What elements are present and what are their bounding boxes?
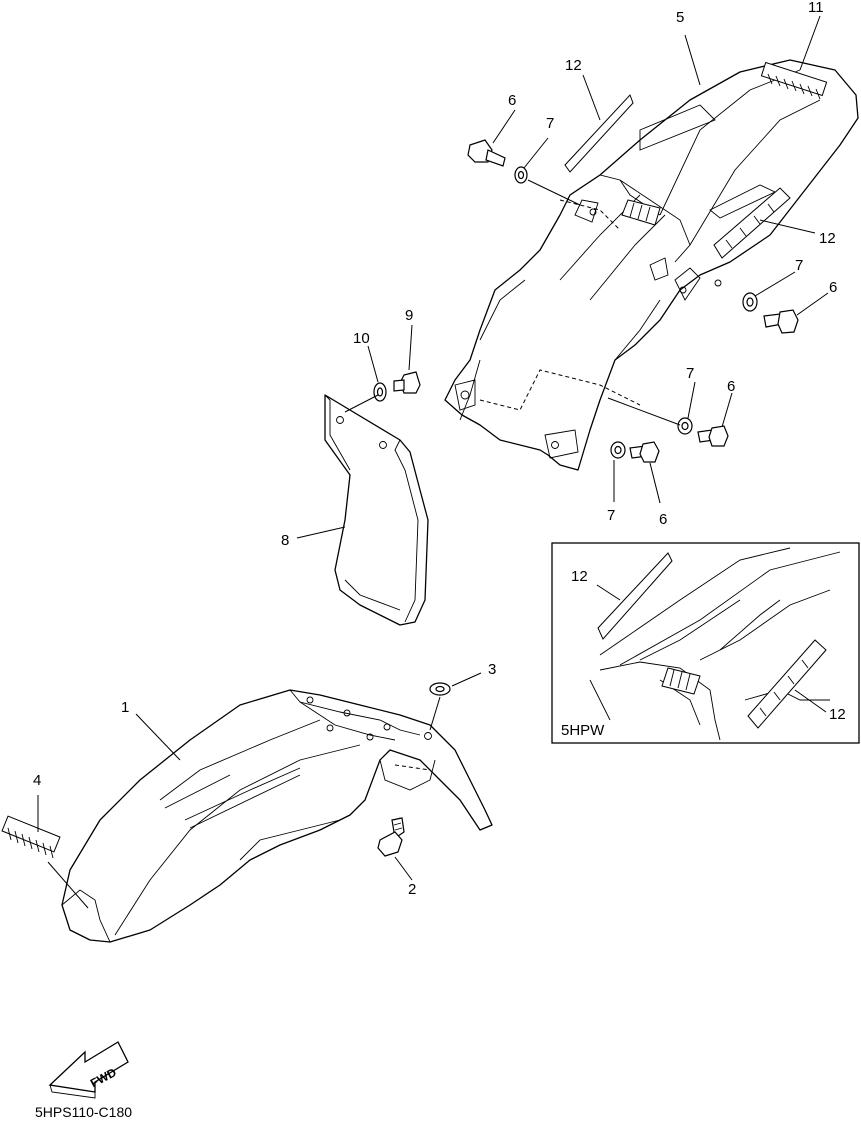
callout-12: 12 [829, 706, 846, 723]
callout-6: 6 [659, 511, 667, 528]
callout-12: 12 [819, 230, 836, 247]
rear-fender [444, 59, 859, 471]
yamaha-decal-rear [760, 61, 828, 97]
callout-9: 9 [405, 307, 413, 324]
callout-6: 6 [727, 378, 735, 395]
hardware [373, 139, 799, 857]
callout-10: 10 [353, 330, 370, 347]
variant-inset [551, 542, 860, 744]
front-fender [1, 689, 493, 943]
callouts: 5 11 12 6 7 12 7 6 9 10 7 6 7 6 8 3 1 4 … [33, 0, 846, 898]
callout-7: 7 [607, 507, 615, 524]
inset-variant-label: 5HPW [561, 722, 605, 739]
side-stripe-decal [621, 199, 661, 226]
diagram-code: 5HPS110-C180 [35, 1104, 132, 1120]
inset-frame [551, 542, 860, 744]
callout-2: 2 [408, 881, 416, 898]
callout-8: 8 [281, 532, 289, 549]
model-decal [713, 187, 791, 259]
callout-7: 7 [795, 257, 803, 274]
yamaha-decal-front [1, 815, 61, 853]
callout-6: 6 [508, 92, 516, 109]
callout-3: 3 [488, 661, 496, 678]
fwd-arrow-icon: FWD [48, 1041, 129, 1099]
callout-6: 6 [829, 279, 837, 296]
callout-11: 11 [808, 0, 824, 16]
inset-side-stripe [661, 667, 701, 695]
mud-flap [324, 394, 429, 626]
inset-stripe-decal [597, 552, 673, 640]
inset-model-decal [747, 639, 827, 729]
callout-7: 7 [686, 365, 694, 382]
callout-5: 5 [676, 9, 684, 26]
callout-1: 1 [121, 699, 129, 716]
callout-12: 12 [571, 568, 588, 585]
leader-lines [37, 15, 829, 909]
callout-7: 7 [546, 115, 554, 132]
stripe-decal-12 [564, 94, 634, 173]
callout-12: 12 [565, 57, 582, 74]
callout-4: 4 [33, 772, 41, 789]
